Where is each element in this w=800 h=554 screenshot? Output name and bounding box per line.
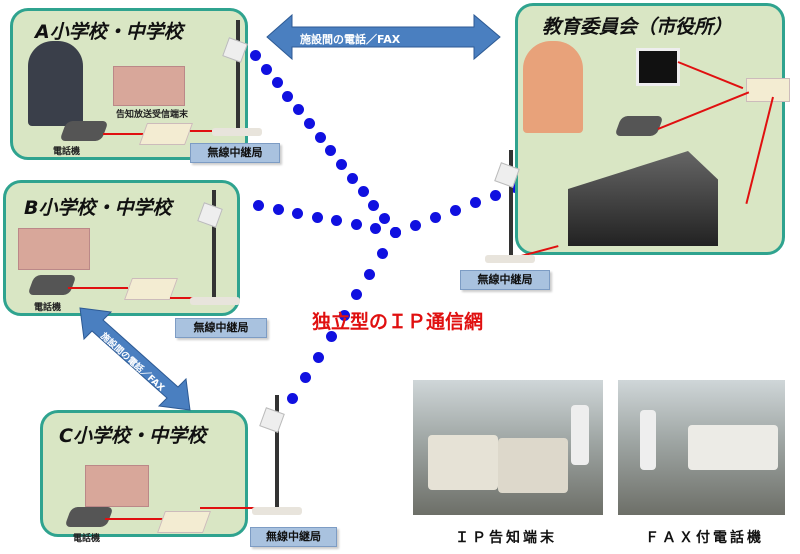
relay-station-label: 無線中継局 (175, 318, 267, 338)
school-building-icon (113, 66, 185, 106)
link-dot (282, 90, 294, 102)
link-dot (314, 131, 326, 143)
link-dot (325, 330, 337, 342)
link-dot (325, 145, 337, 157)
top-arrow-label: 施設間の電話／FAX (300, 33, 401, 46)
phone-label: 電話機 (53, 147, 81, 157)
facility-link-arrow (266, 13, 501, 61)
relay-antenna-icon (212, 190, 216, 298)
school-building-icon (85, 465, 149, 507)
fax-phone-caption: ＦＡＸ付電話機 (645, 530, 764, 546)
computer-icon (636, 48, 680, 86)
link-dot (490, 189, 501, 201)
school-building-icon (18, 228, 90, 270)
link-dot (271, 77, 283, 89)
fax-phone-photo (618, 380, 785, 515)
link-dot (370, 223, 382, 235)
relay-station-label: 無線中継局 (190, 143, 280, 163)
link-dot (253, 200, 264, 211)
link-dot (351, 289, 363, 301)
link-dot (292, 207, 304, 219)
relay-station-label: 無線中継局 (250, 527, 337, 547)
board-of-education-box: 教育委員会（市役所） (515, 3, 790, 255)
link-dot (430, 212, 441, 223)
facility-link-arrow-diagonal (79, 307, 191, 411)
link-dot (379, 213, 391, 225)
link-dot (410, 219, 421, 231)
link-dot (312, 351, 324, 363)
link-dot (390, 227, 401, 238)
link-dot (303, 118, 315, 130)
link-dot (470, 197, 481, 208)
link-dot (250, 50, 261, 61)
link-dot (272, 203, 284, 215)
operator-icon (523, 41, 583, 133)
site-c-title: C小学校・中学校 (59, 425, 206, 447)
relay-antenna-icon (275, 395, 279, 507)
man-on-phone-icon (28, 41, 83, 126)
link-dot (331, 215, 343, 227)
link-dot (357, 186, 369, 198)
phone-label: 電話機 (73, 534, 101, 544)
link-dot (346, 172, 358, 184)
ip-terminal-photo (413, 380, 603, 515)
link-dot (260, 63, 272, 75)
link-dot (450, 204, 461, 216)
link-dot (299, 372, 311, 384)
relay-station-label: 無線中継局 (460, 270, 550, 290)
site-a-box: A小学校・中学校 告知放送受信端末 電話機 (10, 8, 248, 160)
link-dot (364, 268, 376, 280)
site-a-title: A小学校・中学校 (35, 21, 183, 43)
terminal-label: 告知放送受信端末 (116, 110, 189, 120)
link-dot (336, 158, 348, 170)
relay-antenna-icon (509, 150, 513, 255)
site-c-box: C小学校・中学校 電話機 (40, 410, 248, 544)
board-title: 教育委員会（市役所） (542, 16, 733, 38)
ip-terminal-caption: ＩＰ告知端末 (455, 530, 557, 546)
site-b-box: B小学校・中学校 電話機 (3, 180, 240, 316)
link-dot (293, 104, 305, 116)
link-dot (368, 199, 380, 211)
phone-label: 電話機 (34, 303, 62, 313)
network-label: 独立型のＩＰ通信網 (312, 311, 484, 333)
link-dot (377, 247, 389, 259)
link-dot (350, 219, 362, 231)
link-dot (338, 310, 350, 321)
link-dot (287, 393, 298, 404)
relay-antenna-icon (236, 20, 240, 128)
link-dot (311, 211, 323, 223)
site-b-title: B小学校・中学校 (24, 197, 172, 219)
terminal-icon (746, 78, 790, 102)
